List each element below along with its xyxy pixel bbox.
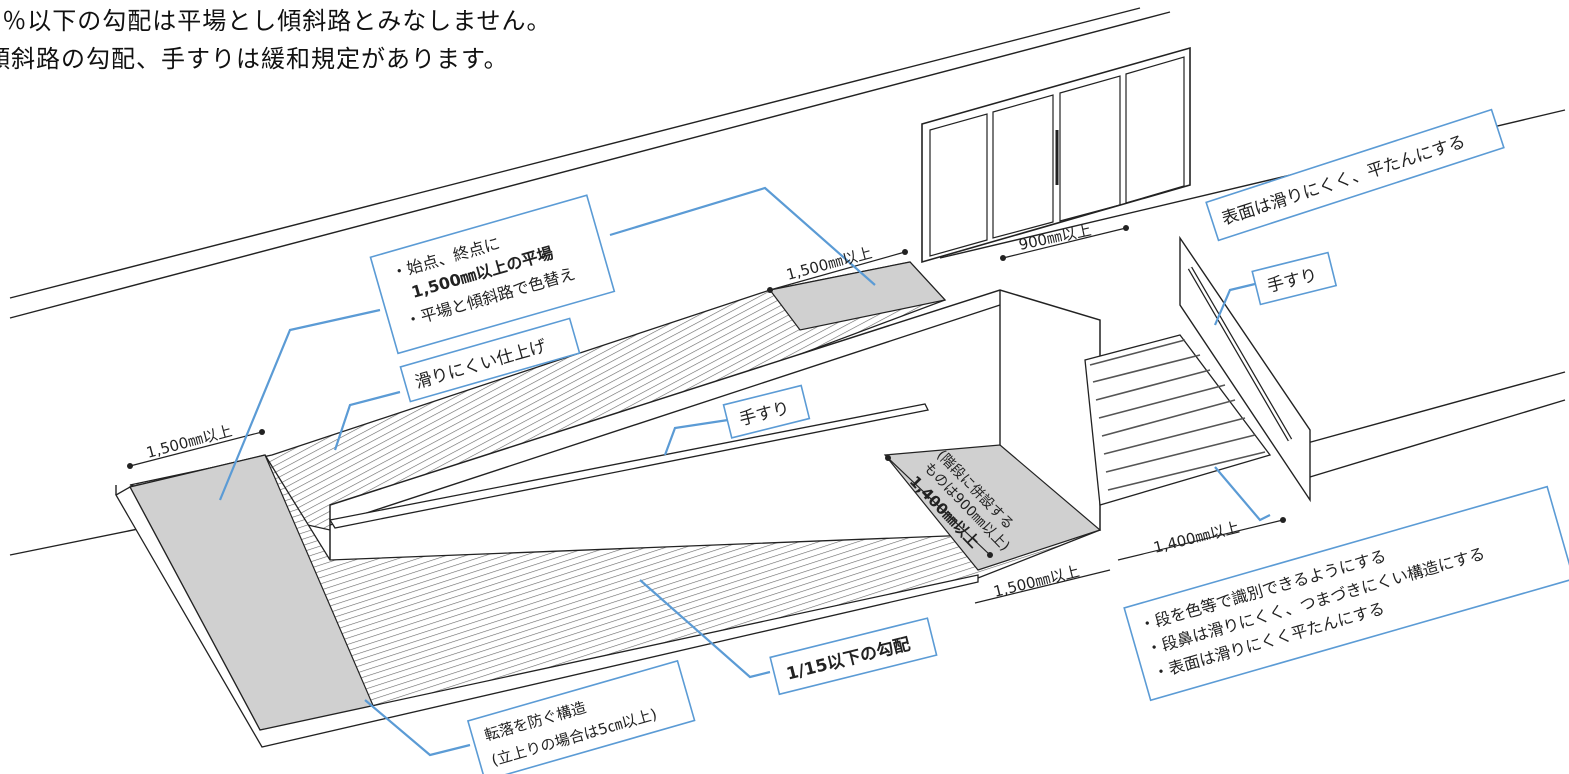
- upper-ramp: [129, 261, 947, 531]
- header-line-1: 3％以下の勾配は平場とし傾斜路とみなしません。: [0, 7, 552, 35]
- ramp-handrail: [328, 403, 929, 529]
- upper-landing: [768, 261, 947, 331]
- stairs: [1084, 235, 1311, 506]
- callout-handrail-ramp: 手すり: [722, 384, 811, 439]
- callout-surface-text: 表面は滑りにくく、平たんにする: [1219, 132, 1468, 230]
- entrance-doors: [921, 46, 1191, 264]
- callout-landing: ・始点、終点に 1,500㎜以上の平場 ・平場と傾斜路で色替え: [369, 194, 616, 355]
- leader-lines: [218, 186, 1271, 757]
- dim-landing-left: 1,500㎜以上: [144, 422, 234, 462]
- curb: [115, 485, 979, 748]
- callout-gradient: 1/15以下の勾配: [769, 617, 938, 696]
- header-line-2: 傾斜路の勾配、手すりは緩和規定があります。: [0, 45, 509, 73]
- callout-fall: 転落を防ぐ構造 (立上りの場合は5㎝以上): [466, 659, 696, 774]
- callout-stairs: ・段を色等で識別できるようにする ・段鼻は滑りにくく、つまづきにくい構造にする …: [1123, 485, 1569, 702]
- dim-stair-width: 1,400㎜以上: [1152, 518, 1242, 557]
- divider-wall: [328, 289, 1101, 566]
- callout-handrail-stair: 手すり: [1251, 251, 1338, 306]
- callout-surface: 表面は滑りにくく、平たんにする: [1205, 108, 1505, 242]
- lower-landing: [883, 444, 1102, 571]
- dimension-lines: [127, 225, 1286, 604]
- header-notes: 3％以下の勾配は平場とし傾斜路とみなしません。 傾斜路の勾配、手すりは緩和規定が…: [0, 2, 552, 78]
- lower-ramp: [128, 444, 1102, 731]
